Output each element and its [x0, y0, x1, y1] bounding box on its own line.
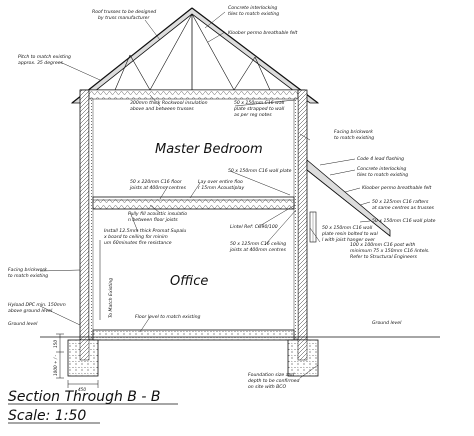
note-lintel: Lintel Ref: CG90/100 — [230, 224, 278, 230]
note-floor-level: Floor level to match existing — [135, 314, 201, 320]
note-wall-plate-1: 50 x 150mm C16 wall — [234, 100, 285, 106]
room-label-office: Office — [170, 274, 208, 289]
note-foundation-1: Foundation size and — [248, 372, 294, 378]
main-roof — [70, 7, 320, 104]
note-facing-brick-upper-2: to match existing — [334, 135, 374, 141]
note-ground-level-left: Ground level — [8, 321, 38, 327]
note-concrete-tiles-top-2: tiles to match existing — [228, 11, 279, 17]
note-pitch-1: Pitch to match existing — [18, 54, 71, 60]
annotations: Roof trusses to be designed by truss man… — [8, 5, 436, 390]
section-title: Section Through B - B — [8, 389, 160, 405]
note-timber-post-2: minimum 75 x 150mm C16 lintels. — [350, 248, 430, 254]
note-plasterboard-1: Install 12.5mm thick Promat Supalu — [104, 228, 186, 234]
note-concrete-tiles-top-1: Concrete interlocking — [228, 5, 277, 11]
note-wall-plate-3: as per reg notes — [234, 112, 272, 118]
note-acoustiplay-2: r 15mm Acoustiplay — [198, 185, 244, 191]
note-rockwool-2: above and between trusses — [130, 106, 194, 112]
note-rockwool-1: 300mm thick Rockwool insulation — [130, 100, 208, 106]
note-facing-brick-lower-1: Facing brickwork — [8, 267, 47, 273]
leader-lines — [39, 11, 371, 379]
note-facing-brick-upper-1: Facing brickwork — [334, 129, 373, 135]
dimension-lines — [56, 333, 99, 388]
note-plasterboard-2: x board to ceiling for minim — [103, 234, 168, 240]
note-floor-joists-2: joists at 400mm centres — [129, 185, 186, 191]
note-wall-plate-side: 50 x 150mm C16 wall plate — [372, 218, 436, 224]
note-wall-plate-mid: 50 x 150mm C16 wall plate — [228, 168, 292, 174]
side-roof — [306, 159, 391, 243]
note-ground-level-right: Ground level — [372, 320, 402, 326]
note-ceiling-joists-1: 50 x 125mm C16 ceiling — [230, 241, 286, 247]
note-facing-brick-lower-2: to match existing — [8, 273, 48, 279]
note-acoustiplay-1: Lay over entire floo — [198, 179, 243, 185]
note-foundation-2: depth to be confirmed — [248, 378, 300, 384]
note-plasterboard-3: um 60minutes fire resistance — [104, 240, 172, 246]
room-label-master-bedroom: Master Bedroom — [155, 142, 263, 157]
note-ceiling-joists-2: joists at 400mm centres — [229, 247, 286, 253]
note-timber-post-3: Refer to Structural Engineers — [350, 254, 418, 260]
note-roof-trusses-2: by truss manufacturer — [98, 15, 150, 21]
first-floor — [92, 196, 295, 210]
note-wall-post-1: 50 x 150mm C16 wall — [322, 225, 373, 231]
note-kloober-felt-top: Kloober permo breathable felt — [228, 30, 298, 36]
note-concrete-tiles-side-1: Concrete interlocking — [357, 166, 406, 172]
foundations — [67, 339, 319, 377]
note-code4-lead: Code 4 lead flashing — [357, 156, 404, 162]
note-foundation-3: on site with BCO — [248, 384, 287, 390]
note-wall-post-2: plate resin bolted to wal — [321, 231, 379, 237]
note-wall-plate-2: plate strapped to wall — [233, 106, 285, 112]
ground-slab — [40, 329, 440, 341]
title-block: Section Through B - B Scale: 1:50 — [8, 389, 178, 424]
note-acoustic-1: Fully fill acoustic insulatio — [128, 211, 187, 217]
note-hyload-dpc-2: above ground level — [8, 308, 53, 314]
note-floor-joists-1: 50 x 220mm C16 floor — [130, 179, 183, 185]
walls — [79, 89, 308, 341]
note-rafters-1: 50 x 125mm C16 rafters — [372, 199, 429, 205]
note-pitch-2: approx. 35 degrees — [18, 60, 63, 66]
note-hyload-dpc-1: Hyload DPC min. 150mm — [8, 302, 66, 308]
note-to-match-existing: To Match Existing — [108, 278, 114, 318]
scale-label: Scale: 1:50 — [8, 408, 86, 424]
dim-450: 450 — [78, 387, 86, 392]
note-wall-post-3: l with joist hanger over — [322, 237, 376, 243]
note-roof-trusses-1: Roof trusses to be designed — [92, 9, 156, 15]
dim-150: 150 — [53, 340, 58, 348]
dim-1000: 1000 + / - — [53, 354, 58, 376]
note-acoustic-2: n between floor joists — [128, 217, 178, 223]
note-concrete-tiles-side-2: tiles to match existing — [357, 172, 408, 178]
note-timber-post-1: 100 x 100mm C16 post with — [350, 242, 415, 248]
note-rafters-2: at same centres as trusses — [372, 205, 435, 211]
note-kloober-felt-side: Kloober permo breathable felt — [362, 185, 432, 191]
